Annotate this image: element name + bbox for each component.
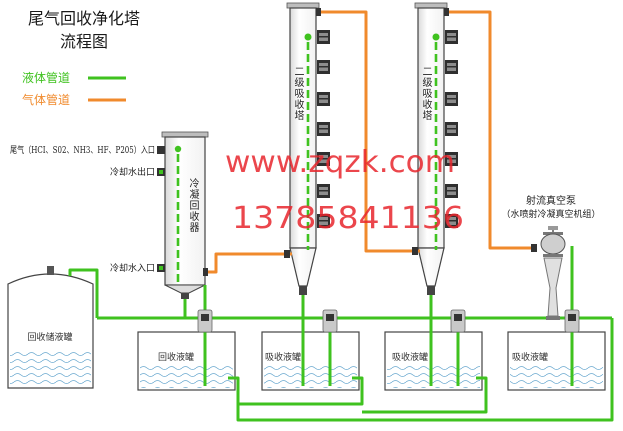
cooling-water-outlet-label: 冷却水出口: [110, 166, 155, 178]
gas-pipe-tower-1-to-tower-2: [320, 10, 420, 253]
gas-flange: [412, 247, 418, 255]
gas-pipe-tower-2-to-pump: [448, 10, 537, 250]
absorption-tank-2: 吸收液罐: [384, 331, 483, 391]
cooling-water-inlet-label: 冷却水入口: [110, 262, 155, 274]
pump-handle: [548, 226, 558, 230]
jet-vacuum-pump: [540, 226, 566, 320]
recovery-tank-pump: [197, 309, 213, 333]
cooling-water-inlet-tab: [159, 266, 163, 270]
pump-valve: [568, 314, 576, 321]
exhaust-gas-inlet-label: 尾气（HCI、S02、NH3、HF、P205）入口: [10, 144, 155, 156]
tank-liquid: [387, 366, 480, 388]
pump-valve-body: [540, 233, 566, 255]
absorption-tank-3: 吸收液罐: [507, 331, 606, 391]
storage-tank-liquid: [10, 352, 91, 386]
pump-base-flange: [546, 316, 560, 320]
pump-venturi: [543, 257, 563, 317]
tower-cap: [414, 2, 448, 9]
storage-tank-vent: [47, 266, 54, 275]
gas-flange: [316, 8, 321, 16]
tower-outlet: [427, 286, 435, 295]
packing-section: [317, 30, 330, 44]
condenser: [157, 131, 209, 299]
tower-cone: [289, 247, 317, 287]
gas-flange: [284, 250, 290, 258]
packing-section: [445, 92, 458, 106]
absorption-tank-2-pump: [450, 309, 466, 333]
absorption-tank-1: 吸收液罐: [261, 331, 360, 391]
liquid-pipe-bottom-loop: [228, 318, 614, 422]
tower-spray-node: [304, 33, 312, 41]
tower-cone: [417, 247, 445, 287]
packing-section: [317, 92, 330, 106]
gas-flange: [444, 8, 449, 16]
packing-section: [317, 122, 330, 136]
tank-liquid: [140, 366, 233, 388]
storage-tank-label: 回收储液罐: [27, 331, 72, 343]
liquid-pipe-storage-tank-feed: [68, 268, 99, 318]
legend-gas-label: 气体管道: [22, 92, 70, 107]
pump-name-label: 射流真空泵: [526, 194, 576, 207]
absorption-tower-1: [286, 2, 330, 295]
title-line-1: 尾气回收净化塔: [28, 9, 140, 28]
tank-liquid: [510, 366, 603, 388]
tank-liquid: [264, 366, 357, 388]
pump-bottom-flange: [543, 254, 563, 257]
condenser-cap: [161, 131, 209, 138]
title-line-2: 流程图: [60, 32, 108, 51]
tower-outlet: [299, 286, 307, 295]
absorption-tower-2: [414, 2, 458, 295]
packing-section: [317, 184, 330, 198]
packing-section: [317, 60, 330, 74]
packing-section: [445, 30, 458, 44]
tank-label: 吸收液罐: [392, 351, 428, 363]
pump-valve: [454, 314, 462, 321]
gas-flange: [203, 268, 208, 276]
legend: 液体管道 气体管道: [22, 70, 126, 107]
condenser-funnel: [164, 284, 206, 294]
tower-2-label: 二级吸收塔: [420, 66, 431, 121]
condenser-spray-node: [174, 145, 182, 153]
tank-label: 回收液罐: [158, 351, 194, 363]
tower-body: [417, 7, 445, 249]
watermark-phone: 13785841136: [232, 201, 464, 236]
liquid-pipe-tank-2-to-tank-1: [362, 376, 488, 414]
pump-valve: [326, 314, 334, 321]
gas-pipe-condenser-to-tower-1: [205, 252, 292, 274]
tower-cap: [286, 2, 320, 9]
liquid-pipes: [68, 246, 614, 422]
legend-liquid-label: 液体管道: [22, 70, 70, 85]
liquid-pipe-tank-1-to-recovery: [238, 376, 364, 406]
packing-section: [445, 122, 458, 136]
pump-valve: [201, 314, 209, 321]
pump-subtitle-label: （水喷射冷凝真空机组）: [501, 208, 600, 220]
tower-1-label: 二级吸收塔: [292, 66, 303, 121]
gas-pipes: [203, 8, 537, 276]
watermark-site: www.zqzk.com: [225, 145, 455, 180]
condenser-body: [164, 136, 206, 286]
watermark: www.zqzk.com 13785841136: [225, 145, 464, 236]
recovery-liquid-tank: 回收液罐: [137, 331, 236, 391]
tower-spray-node: [432, 33, 440, 41]
absorption-tank-1-pump: [322, 309, 338, 333]
condenser-label: 冷凝回收器: [187, 178, 198, 233]
gas-flange: [531, 244, 537, 252]
packing-section: [445, 60, 458, 74]
cooling-water-outlet-tab: [159, 170, 163, 174]
absorption-tank-3-pump: [564, 309, 580, 333]
exhaust-gas-inlet-fitting: [157, 146, 165, 154]
packing-section: [445, 184, 458, 198]
tank-label: 吸收液罐: [512, 351, 548, 363]
tank-label: 吸收液罐: [265, 351, 301, 363]
recovery-storage-tank: 回收储液罐: [7, 266, 94, 389]
condenser-outlet: [181, 293, 189, 299]
